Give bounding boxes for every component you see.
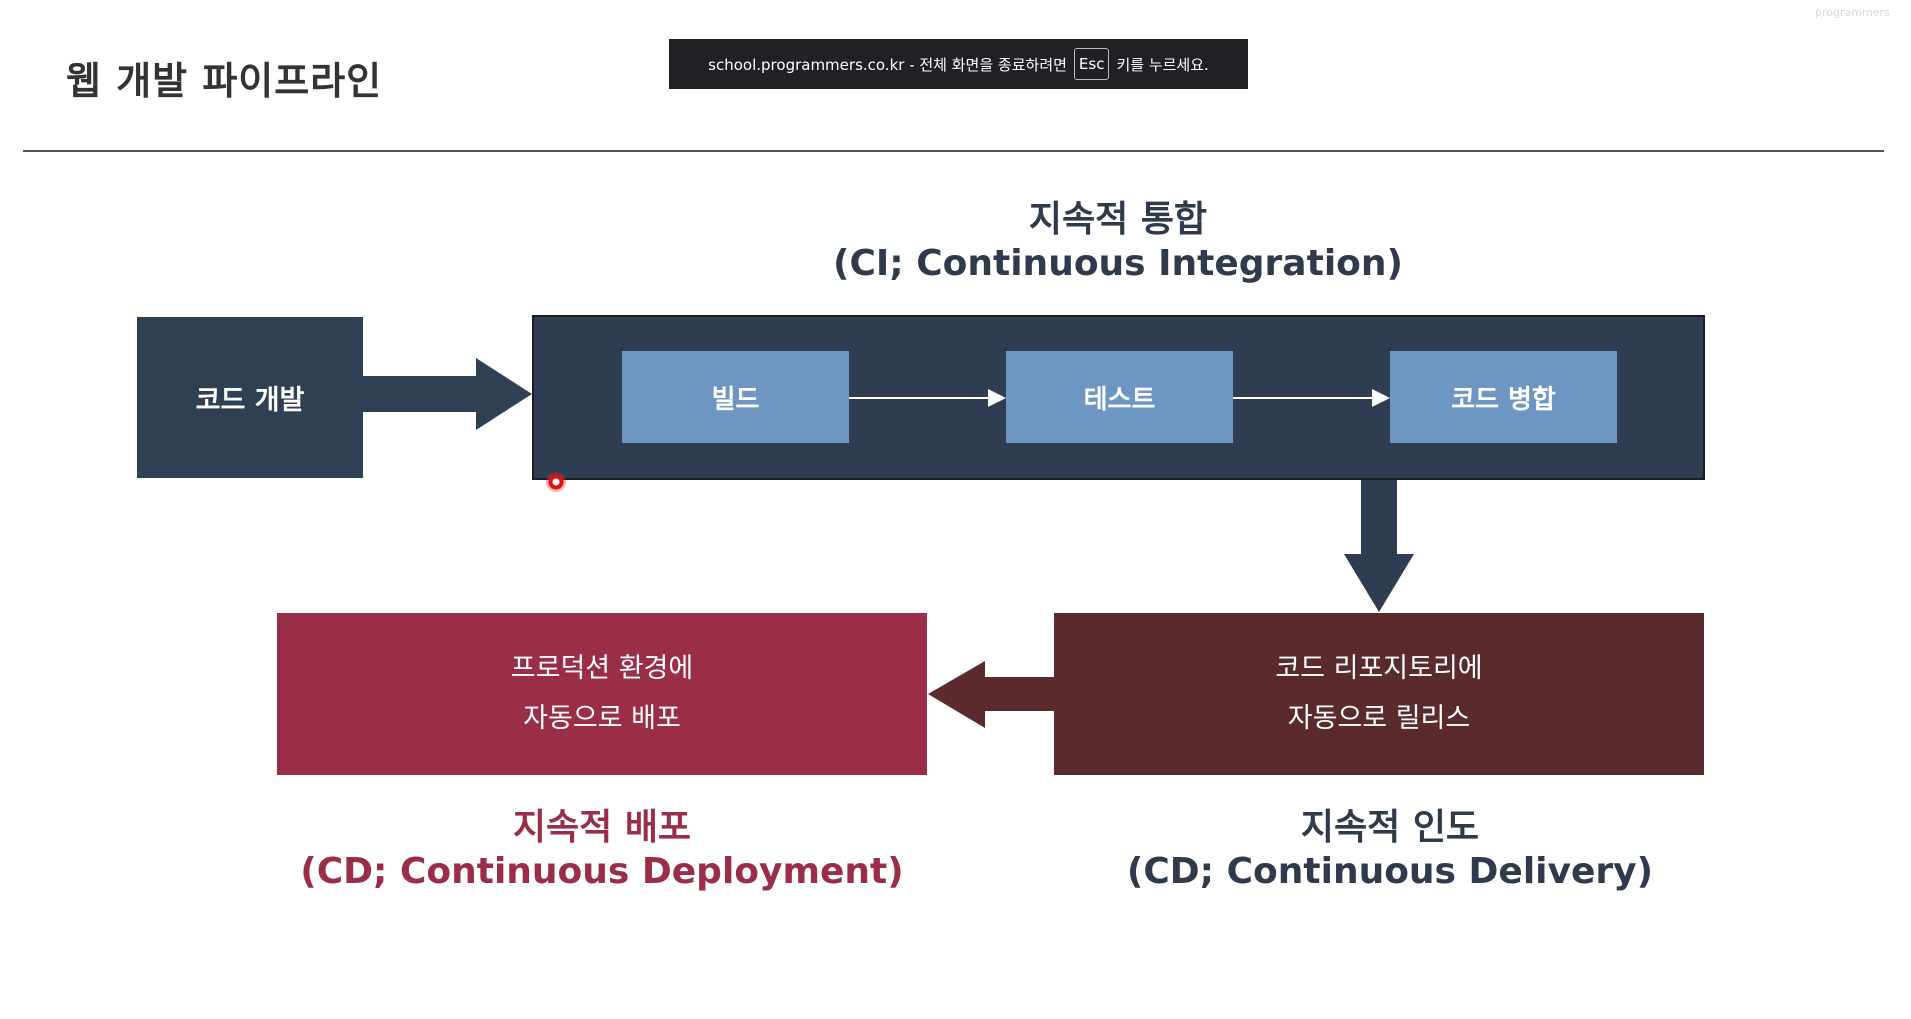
test-to-merge-arrow — [1233, 389, 1390, 407]
ci-subtitle: (CI; Continuous Integration) — [833, 243, 1403, 284]
cd-delivery-title: 지속적 인도 — [1300, 807, 1480, 848]
esc-key-badge: Esc — [1073, 48, 1110, 80]
code-development-box: 코드 개발 — [137, 317, 363, 478]
cd-deployment-subtitle: (CD; Continuous Deployment) — [300, 851, 904, 892]
release-line-2: 자동으로 릴리스 — [1287, 703, 1471, 734]
banner-text-after: 키를 누르세요. — [1116, 55, 1209, 74]
test-label: 테스트 — [1083, 384, 1156, 415]
slide-title: 웹 개발 파이프라인 — [66, 59, 383, 103]
release-to-deploy-arrow — [928, 661, 1054, 728]
ci-to-release-arrow — [1344, 480, 1414, 612]
cd-deployment-title: 지속적 배포 — [512, 807, 692, 848]
deploy-line-1: 프로덕션 환경에 — [510, 653, 694, 684]
deploy-line-2: 자동으로 배포 — [523, 703, 681, 734]
watermark-logo: programmers — [1815, 6, 1890, 19]
ci-title: 지속적 통합 — [1028, 199, 1208, 240]
release-line-1: 코드 리포지토리에 — [1275, 653, 1483, 684]
continuous-deployment-heading: 지속적 배포 (CD; Continuous Deployment) — [252, 806, 952, 894]
build-box: 빌드 — [622, 351, 849, 443]
cd-delivery-subtitle: (CD; Continuous Delivery) — [1126, 851, 1654, 892]
test-box: 테스트 — [1006, 351, 1233, 443]
code-to-ci-arrow — [363, 358, 532, 430]
repository-release-box: 코드 리포지토리에 자동으로 릴리스 — [1054, 613, 1704, 775]
build-label: 빌드 — [711, 384, 760, 415]
code-merge-box: 코드 병합 — [1390, 351, 1617, 443]
code-merge-label: 코드 병합 — [1451, 384, 1556, 415]
code-development-label: 코드 개발 — [195, 385, 305, 416]
banner-text-before: school.programmers.co.kr - 전체 화면을 종료하려면 — [708, 55, 1067, 74]
ci-heading: 지속적 통합 (CI; Continuous Integration) — [718, 198, 1518, 286]
production-deploy-box: 프로덕션 환경에 자동으로 배포 — [277, 613, 927, 775]
build-to-test-arrow — [849, 389, 1006, 407]
fullscreen-exit-banner: school.programmers.co.kr - 전체 화면을 종료하려면 … — [669, 39, 1248, 89]
title-divider — [23, 150, 1884, 152]
laser-pointer-cursor — [546, 472, 566, 492]
continuous-delivery-heading: 지속적 인도 (CD; Continuous Delivery) — [1040, 806, 1740, 894]
